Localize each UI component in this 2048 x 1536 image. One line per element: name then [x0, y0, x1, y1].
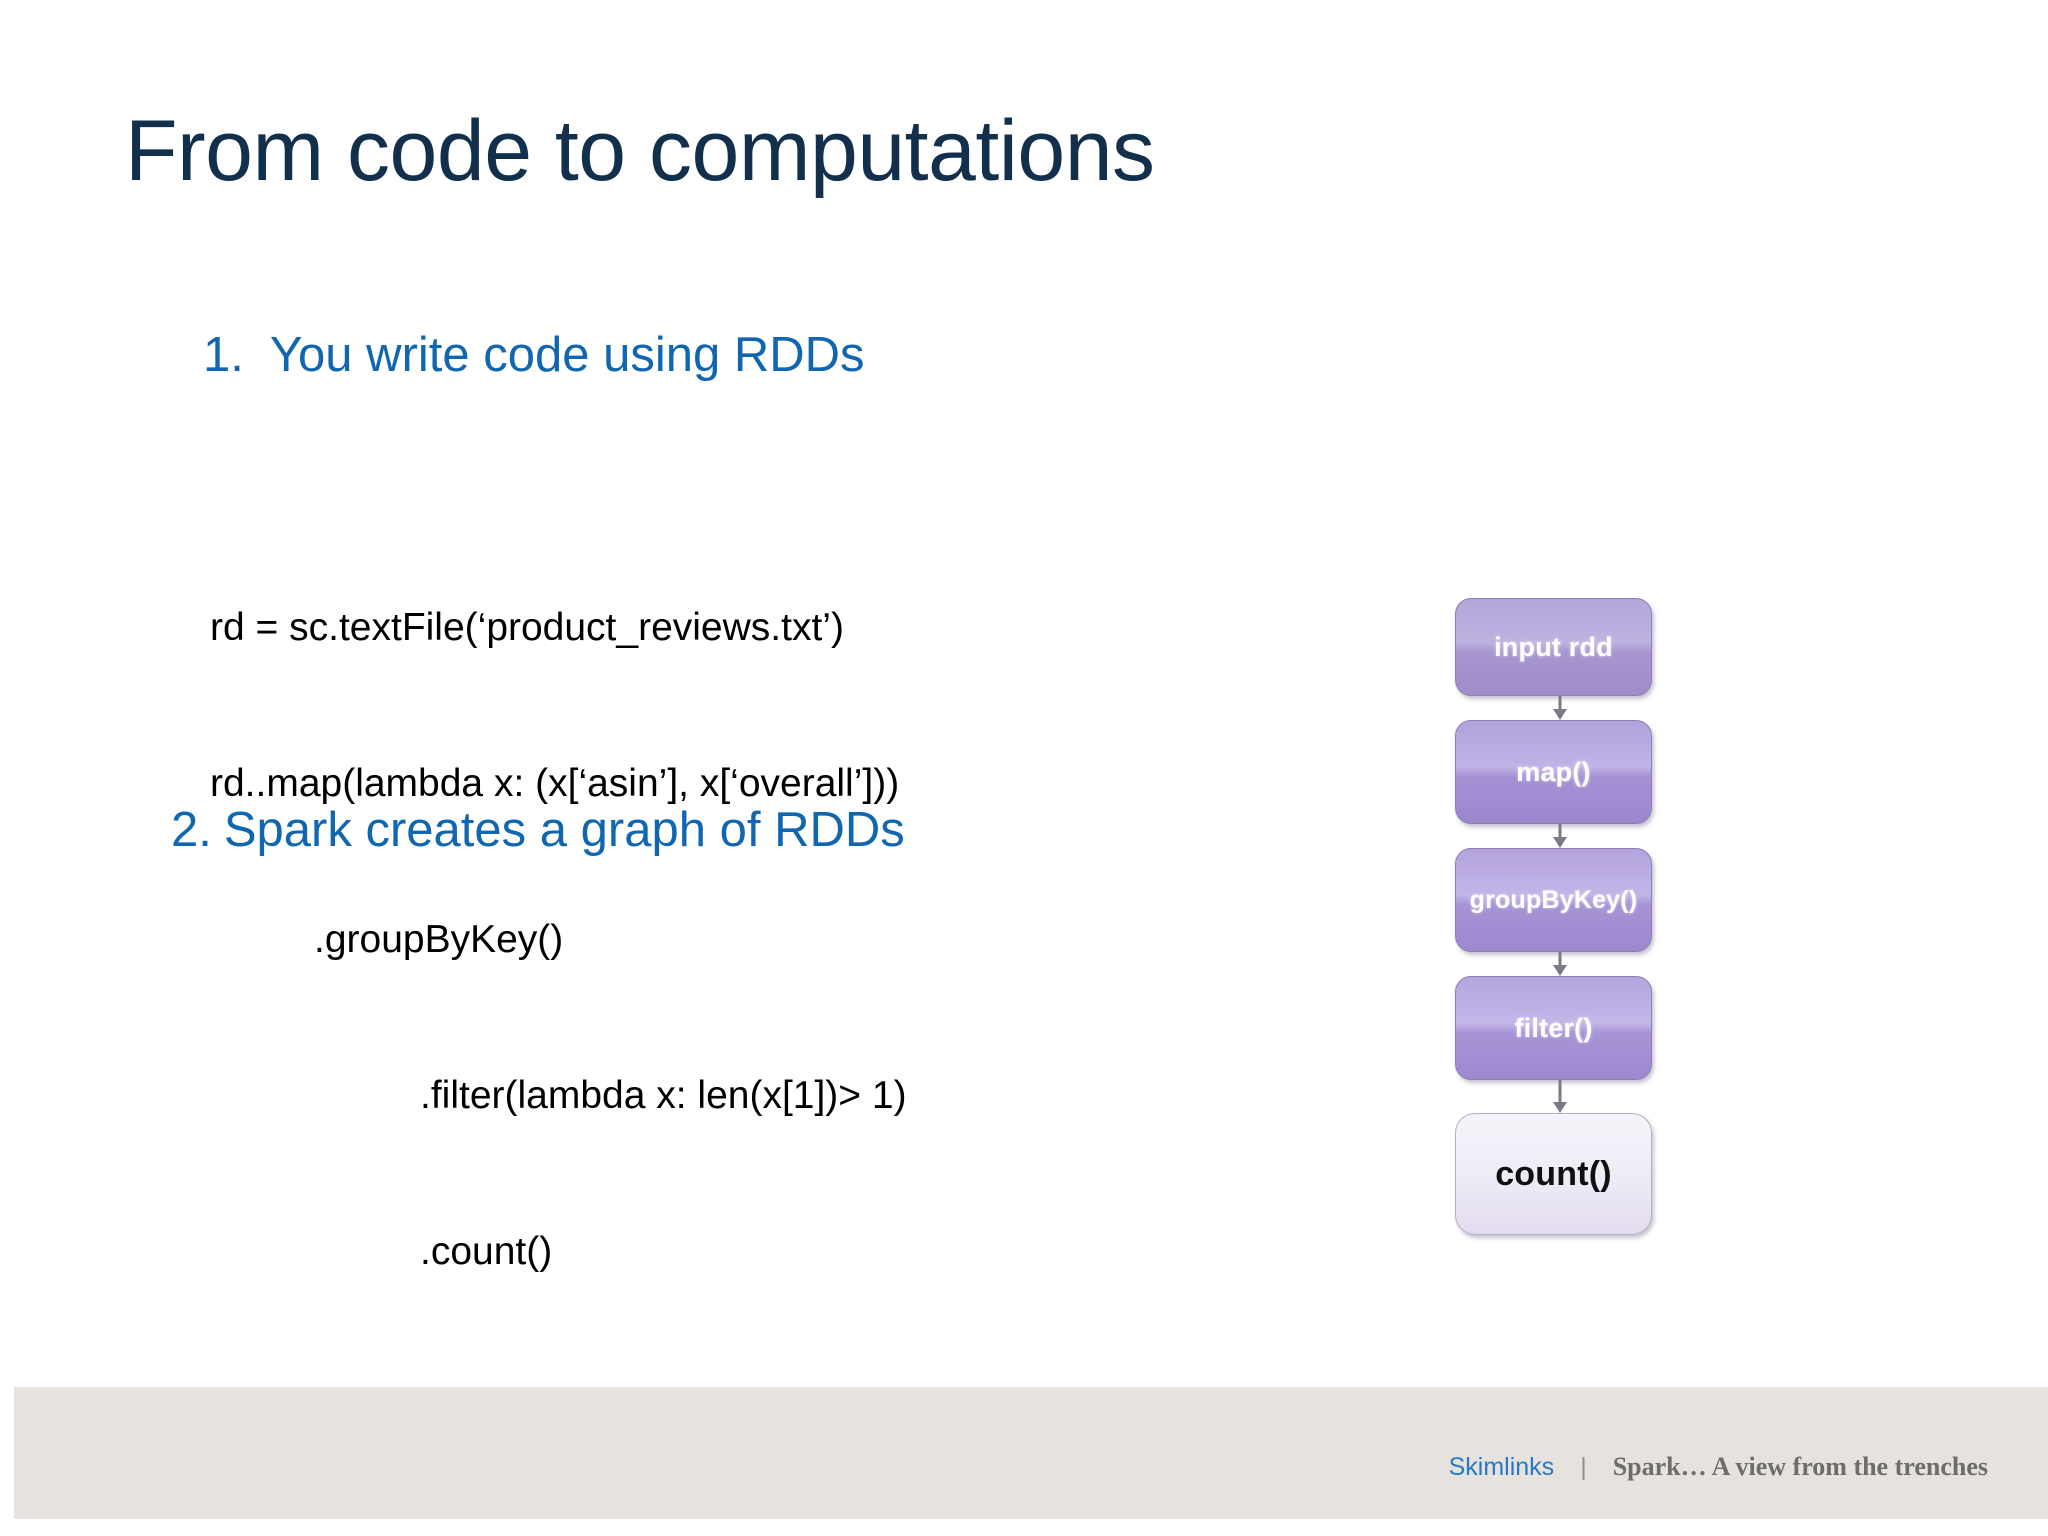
footer-separator: | [1580, 1453, 1587, 1481]
arrow-down-icon [1553, 696, 1567, 720]
arrow-down-icon [1553, 1080, 1567, 1113]
bullet-number-1: 1. [203, 328, 244, 382]
code-line-4: .filter(lambda x: len(x[1])> 1) [420, 1074, 907, 1117]
flow-connector-3 [1455, 952, 1665, 976]
code-line-1: rd = sc.textFile(‘product_reviews.txt’) [210, 606, 844, 649]
flow-node-label-map: map() [1516, 756, 1591, 787]
bullet-number-2: 2. [171, 803, 212, 857]
footer: Skimlinks | Spark… A view from the trenc… [1449, 1452, 1988, 1482]
code-line-3: .groupByKey() [314, 918, 564, 961]
flow-node-input-rdd: input rdd [1455, 598, 1652, 696]
footer-subtitle: Spark… A view from the trenches [1612, 1452, 1988, 1481]
footer-band [14, 1387, 2048, 1519]
flow-node-label-groupbykey: groupByKey() [1469, 885, 1638, 914]
flow-connector-4 [1455, 1080, 1665, 1113]
arrow-down-icon [1553, 952, 1567, 976]
flow-node-map: map() [1455, 720, 1652, 824]
footer-brand: Skimlinks [1448, 1453, 1555, 1481]
bullet-item-1: 1. You write code using RDDs [203, 328, 865, 382]
flow-node-count: count() [1455, 1113, 1652, 1235]
flow-node-label-filter: filter() [1514, 1012, 1593, 1043]
arrow-down-icon [1553, 824, 1567, 848]
flow-node-groupbykey: groupByKey() [1455, 848, 1652, 952]
code-line-2: rd..map(lambda x: (x[‘asin’], x[‘overall… [210, 762, 900, 805]
flow-node-label-input-rdd: input rdd [1494, 631, 1613, 662]
code-line-5: .count() [420, 1230, 553, 1273]
page-title: From code to computations [125, 103, 1155, 199]
code-snippet: rd = sc.textFile(‘product_reviews.txt’) … [210, 498, 907, 1382]
bullet-label-1: You write code using RDDs [269, 328, 865, 382]
bullet-label-2: Spark creates a graph of RDDs [223, 803, 905, 857]
flow-connector-2 [1455, 824, 1665, 848]
bullet-item-2: 2.Spark creates a graph of RDDs [171, 803, 905, 857]
flow-connector-1 [1455, 696, 1665, 720]
flow-node-filter: filter() [1455, 976, 1652, 1080]
rdd-flow-diagram: input rdd map() groupByKey() filter() [1455, 598, 1665, 1235]
flow-node-label-count: count() [1495, 1154, 1612, 1193]
